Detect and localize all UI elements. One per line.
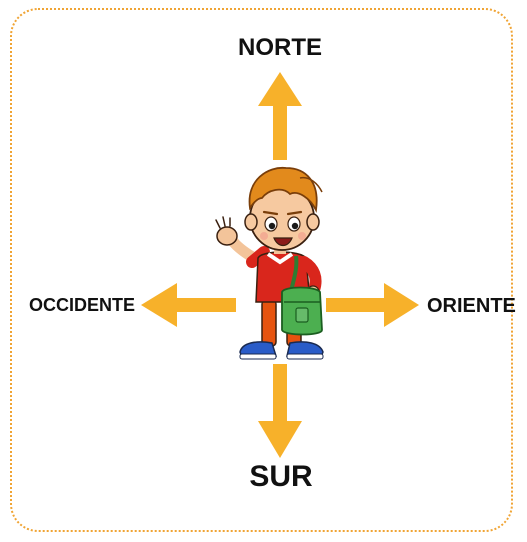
arrow-north	[258, 72, 302, 160]
label-east: ORIENTE	[427, 295, 516, 317]
dotted-frame	[10, 8, 513, 532]
arrow-west	[141, 283, 236, 327]
label-west: OCCIDENTE	[29, 295, 136, 315]
boy-illustration	[215, 167, 324, 360]
label-south: SUR	[249, 460, 313, 493]
arrow-east	[326, 283, 419, 327]
label-north: NORTE	[238, 34, 322, 61]
arrow-south	[258, 364, 302, 458]
